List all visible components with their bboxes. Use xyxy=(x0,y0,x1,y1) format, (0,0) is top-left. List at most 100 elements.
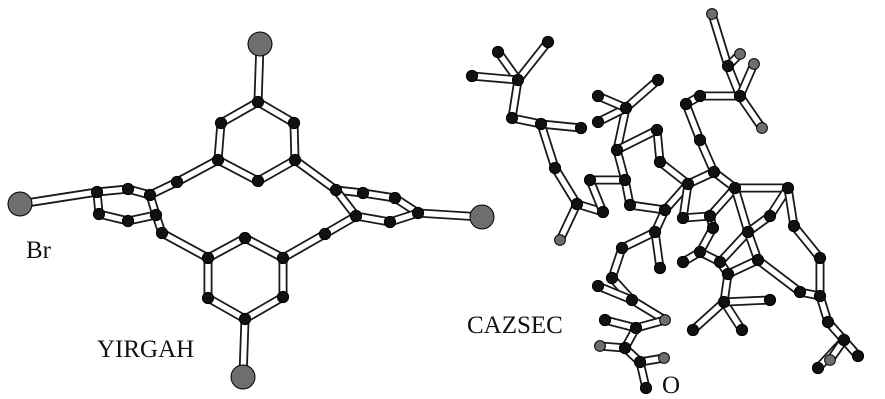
carbon-atom xyxy=(763,293,777,307)
carbon-atom xyxy=(121,214,135,228)
carbon-atom xyxy=(717,295,731,309)
carbon-atom xyxy=(288,153,302,167)
carbon-atom xyxy=(411,206,425,220)
carbon-atom xyxy=(639,381,653,395)
carbon-atom xyxy=(763,209,777,223)
carbon-atom xyxy=(837,333,851,347)
bond-highlight xyxy=(755,257,803,295)
carbon-atom xyxy=(811,361,825,375)
bond-highlight xyxy=(509,77,521,121)
bond-highlight xyxy=(292,157,339,193)
atom-layer xyxy=(7,8,865,395)
carbon-atom xyxy=(570,197,584,211)
cazsec-label: CAZSEC xyxy=(467,312,563,339)
yirgah-label: YIRGAH xyxy=(97,336,194,363)
carbon-atom xyxy=(287,116,301,130)
carbon-atom xyxy=(383,215,397,229)
carbon-atom xyxy=(658,203,672,217)
bond-highlight xyxy=(717,229,751,265)
carbon-atom xyxy=(534,117,548,131)
carbon-atom xyxy=(505,111,519,125)
carbon-atom xyxy=(707,165,721,179)
bond-highlight xyxy=(159,230,211,261)
oxygen-atom xyxy=(554,234,566,246)
carbon-atom xyxy=(653,155,667,169)
carbon-atom xyxy=(851,349,865,363)
carbon-atom xyxy=(349,209,363,223)
carbon-atom xyxy=(721,59,735,73)
carbon-atom xyxy=(619,101,633,115)
bromine-atom xyxy=(469,204,495,230)
carbon-atom xyxy=(615,241,629,255)
bond-highlight xyxy=(623,77,661,111)
bromine-atom xyxy=(247,31,273,57)
carbon-atom xyxy=(706,221,720,235)
carbon-atom xyxy=(388,191,402,205)
bond-highlight xyxy=(614,105,629,153)
oxygen-atom xyxy=(734,48,746,60)
carbon-atom xyxy=(751,253,765,267)
carbon-atom xyxy=(92,207,106,221)
bond-highlight xyxy=(690,299,727,333)
oxygen-atom xyxy=(594,340,606,352)
carbon-atom xyxy=(681,177,695,191)
carbon-atom xyxy=(276,290,290,304)
carbon-atom xyxy=(598,313,612,327)
bond-highlight xyxy=(683,101,703,143)
carbon-atom xyxy=(651,73,665,87)
bond-highlight xyxy=(595,283,635,303)
bond-highlight xyxy=(791,223,823,261)
bond-highlight xyxy=(709,11,731,69)
carbon-atom xyxy=(618,341,632,355)
carbon-atom xyxy=(693,89,707,103)
carbon-atom xyxy=(591,279,605,293)
carbon-atom xyxy=(214,116,228,130)
carbon-atom xyxy=(356,186,370,200)
carbon-atom xyxy=(633,355,647,369)
carbon-atom xyxy=(676,211,690,225)
carbon-atom xyxy=(650,123,664,137)
oxygen-atom xyxy=(658,352,670,364)
carbon-atom xyxy=(238,312,252,326)
oxygen-atom xyxy=(706,8,718,20)
bond-highlight xyxy=(215,120,224,163)
carbon-atom xyxy=(679,97,693,111)
bromine-atom xyxy=(7,191,33,217)
carbon-atom xyxy=(693,245,707,259)
carbon-atom xyxy=(618,173,632,187)
carbon-atom xyxy=(713,255,727,269)
carbon-atom xyxy=(155,226,169,240)
bromine-atom xyxy=(230,364,256,390)
bond-highlight xyxy=(280,231,328,261)
bond-highlight xyxy=(205,295,248,322)
bromine-label: Br xyxy=(26,237,52,264)
oxygen-atom xyxy=(659,314,671,326)
carbon-atom xyxy=(686,323,700,337)
bond-highlight xyxy=(732,185,751,235)
oxygen-atom xyxy=(824,354,836,366)
carbon-atom xyxy=(143,188,157,202)
carbon-atom xyxy=(583,173,597,187)
bond-highlight xyxy=(515,39,551,83)
carbon-atom xyxy=(693,133,707,147)
bond-highlight xyxy=(619,229,658,251)
carbon-atom xyxy=(629,321,643,335)
carbon-atom xyxy=(741,225,755,239)
bond-highlight xyxy=(557,201,580,243)
carbon-atom xyxy=(329,183,343,197)
carbon-atom xyxy=(733,89,747,103)
carbon-atom xyxy=(251,95,265,109)
carbon-atom xyxy=(623,198,637,212)
carbon-atom xyxy=(787,219,801,233)
bond-highlight xyxy=(785,185,797,229)
carbon-atom xyxy=(793,285,807,299)
carbon-atom xyxy=(170,175,184,189)
carbon-atom xyxy=(465,69,479,83)
carbon-atom xyxy=(276,251,290,265)
bond-highlight xyxy=(721,297,773,305)
bond-highlight xyxy=(205,235,248,261)
carbon-atom xyxy=(251,174,265,188)
carbon-atom xyxy=(703,209,717,223)
carbon-atom xyxy=(676,255,690,269)
